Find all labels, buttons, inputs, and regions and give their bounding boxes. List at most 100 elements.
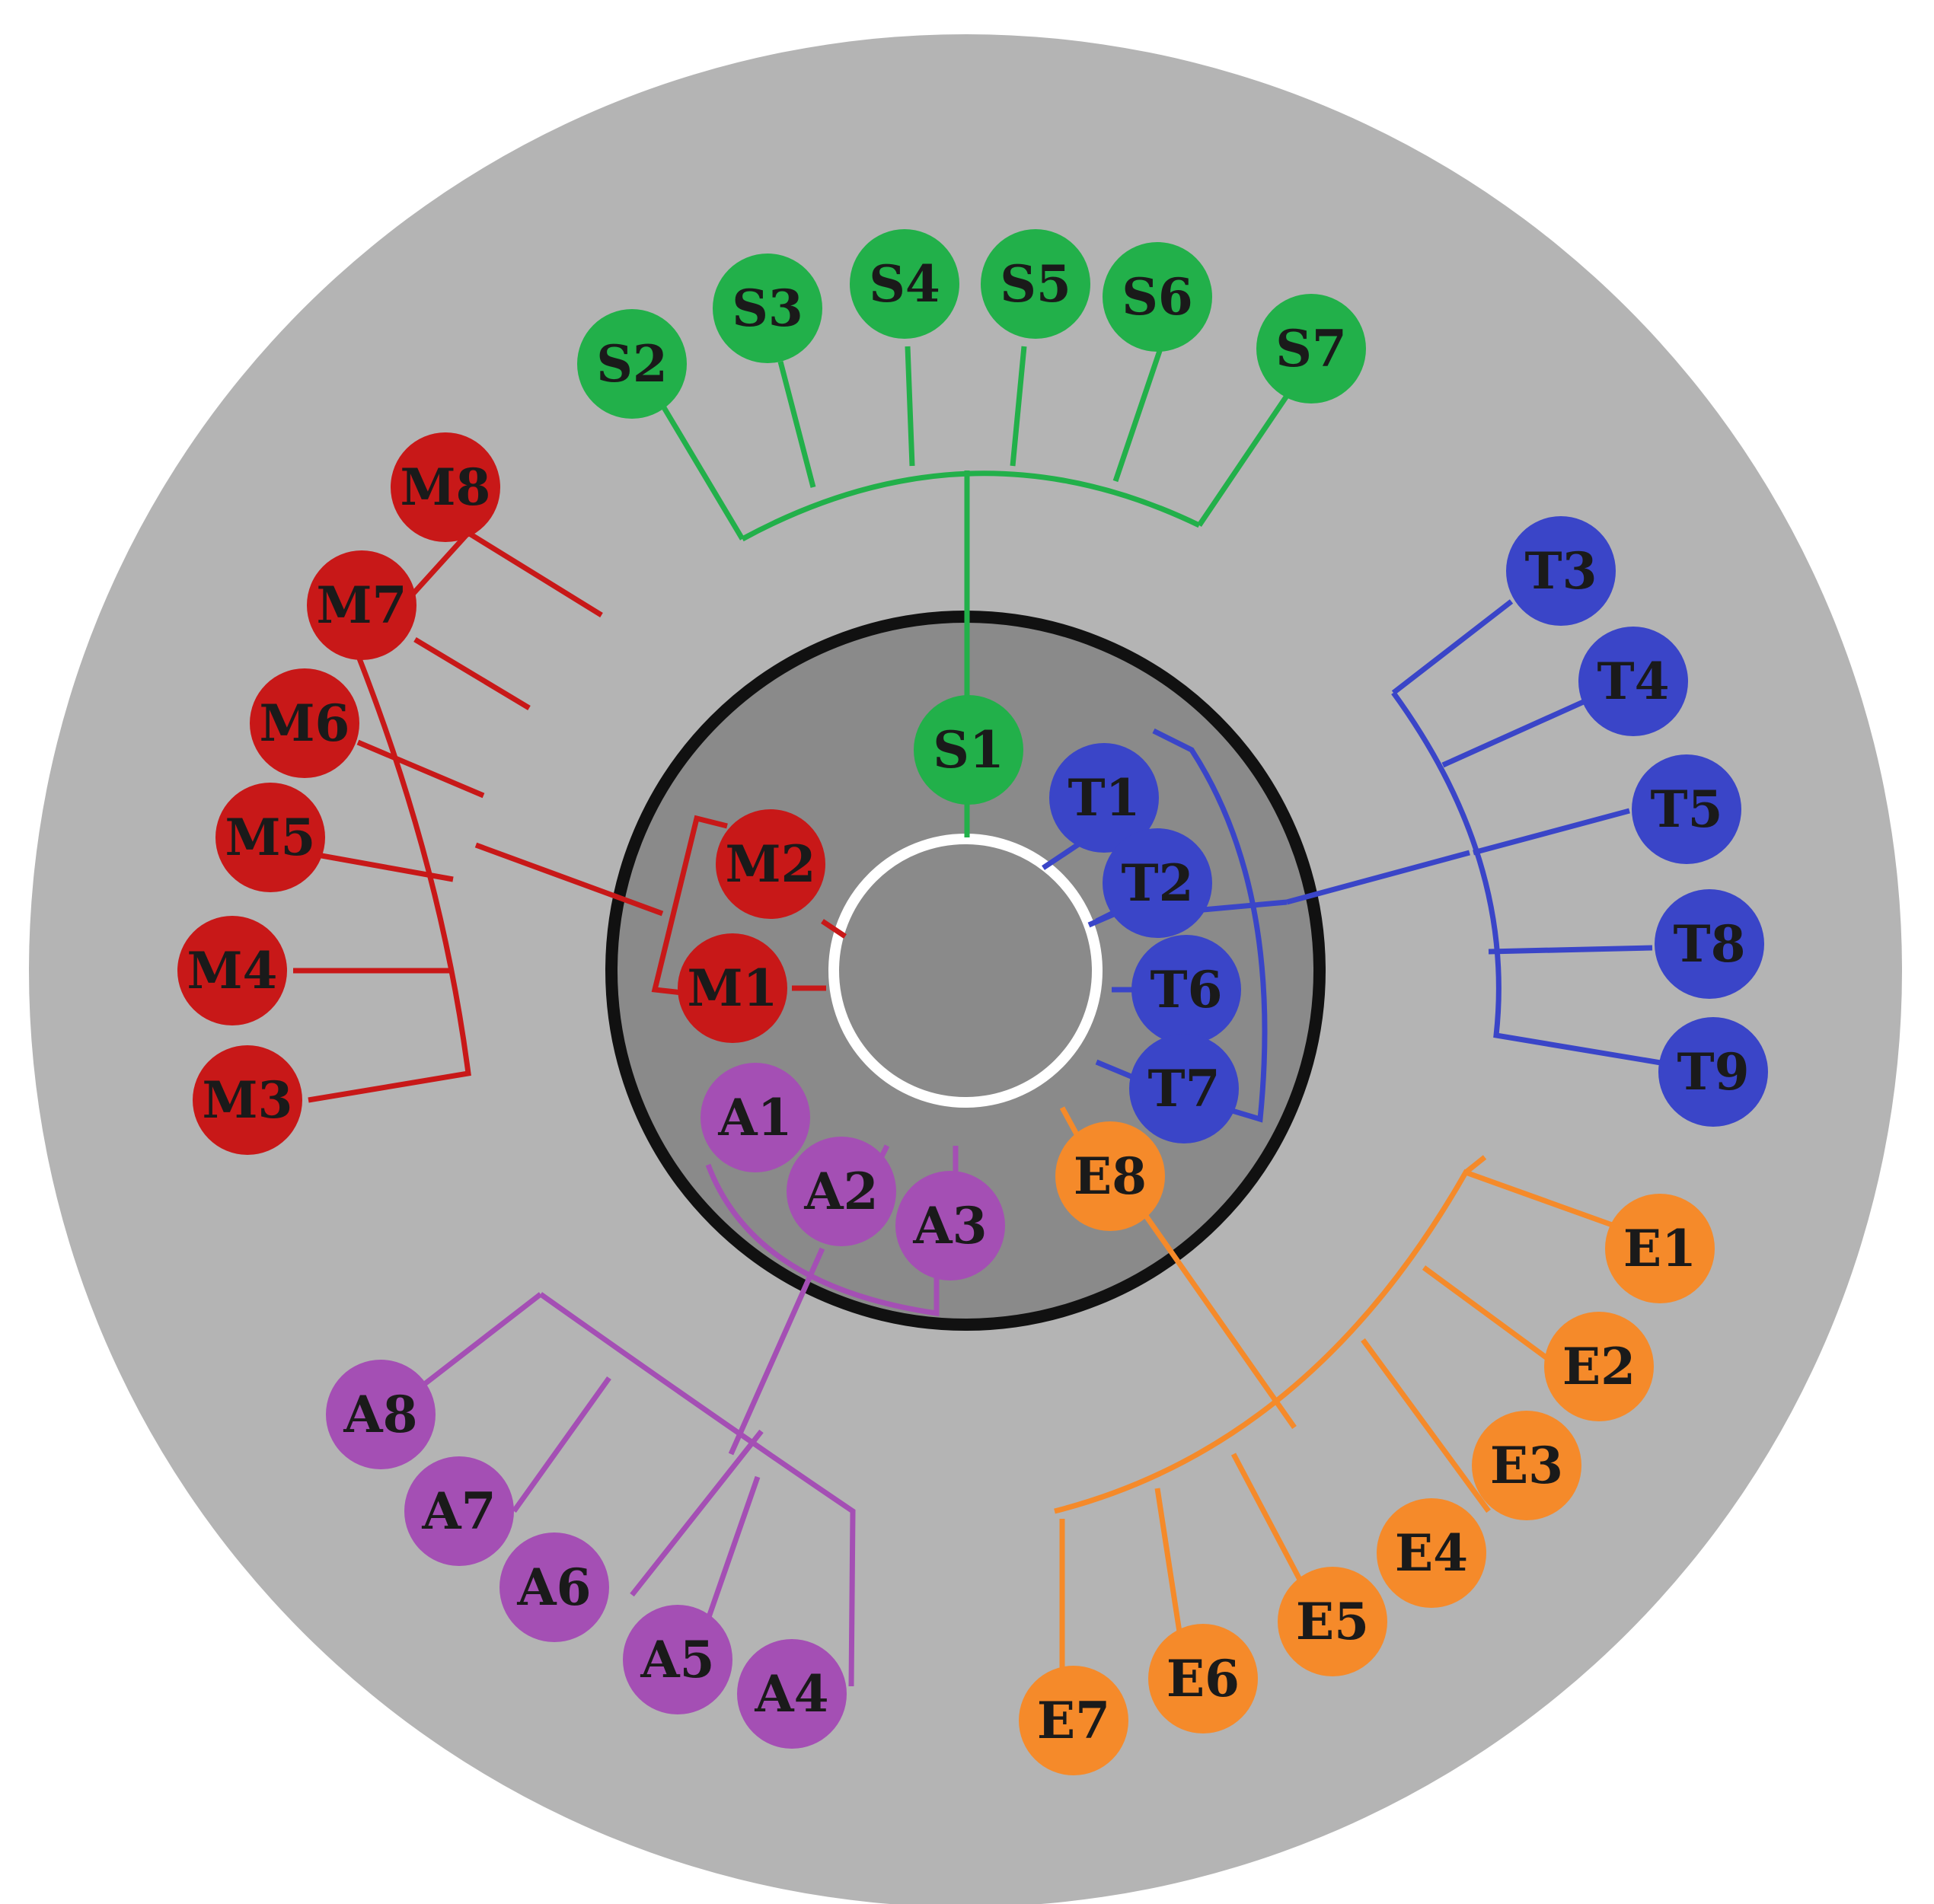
node-label: T5 <box>1650 780 1722 839</box>
node-a8: A8 <box>326 1360 436 1469</box>
node-t1: T1 <box>1049 743 1159 853</box>
node-circle <box>1049 743 1159 853</box>
inner-hub <box>828 834 1103 1108</box>
node-label: E2 <box>1562 1337 1636 1396</box>
node-a3: A3 <box>895 1171 1005 1280</box>
node-label: T1 <box>1068 768 1140 828</box>
node-circle <box>787 1137 896 1246</box>
node-circle <box>1129 1034 1239 1143</box>
node-label: E6 <box>1166 1649 1240 1708</box>
node-m6: M6 <box>250 668 359 778</box>
node-circle <box>1472 1411 1581 1520</box>
node-circle <box>1131 935 1241 1044</box>
node-circle <box>577 309 687 419</box>
node-circle <box>499 1532 609 1642</box>
node-a6: A6 <box>499 1532 609 1642</box>
node-label: T6 <box>1150 960 1222 1019</box>
node-s5: S5 <box>981 229 1090 339</box>
node-e1: E1 <box>1605 1194 1715 1303</box>
node-circle <box>850 229 959 339</box>
node-label: M2 <box>726 834 816 894</box>
node-label: E3 <box>1490 1436 1563 1495</box>
node-a5: A5 <box>623 1605 732 1714</box>
node-label: A8 <box>343 1385 417 1444</box>
node-m5: M5 <box>215 783 325 892</box>
node-label: S6 <box>1122 267 1193 327</box>
node-t8: T8 <box>1655 889 1764 999</box>
node-circle <box>1377 1498 1486 1608</box>
node-circle <box>737 1639 847 1749</box>
node-label: T8 <box>1673 914 1745 974</box>
node-m1: M1 <box>678 933 787 1043</box>
node-circle <box>215 783 325 892</box>
node-label: E5 <box>1296 1592 1369 1651</box>
node-e3: E3 <box>1472 1411 1581 1520</box>
group-s-branches <box>659 345 1289 837</box>
node-circle <box>914 695 1023 805</box>
node-e7: E7 <box>1019 1666 1128 1775</box>
node-circle <box>713 254 822 363</box>
node-circle <box>1019 1666 1128 1775</box>
node-label: T3 <box>1524 541 1597 601</box>
node-t9: T9 <box>1658 1017 1768 1127</box>
node-label: A6 <box>516 1558 591 1617</box>
node-circle <box>193 1045 302 1155</box>
node-label: M1 <box>688 958 778 1018</box>
node-circle <box>1278 1567 1387 1676</box>
node-label: M8 <box>401 458 491 517</box>
node-s2: S2 <box>577 309 687 419</box>
node-s1: S1 <box>914 695 1023 805</box>
node-label: M7 <box>317 576 407 635</box>
node-circle <box>250 668 359 778</box>
node-t7: T7 <box>1129 1034 1239 1143</box>
node-circle <box>1103 242 1212 352</box>
node-circle <box>177 916 287 1025</box>
node-label: S1 <box>933 720 1004 780</box>
group-m-branches <box>293 529 847 1103</box>
node-t2: T2 <box>1103 828 1212 938</box>
node-label: M6 <box>260 694 350 753</box>
node-circle <box>391 432 500 542</box>
node-circle <box>1055 1121 1165 1231</box>
node-m4: M4 <box>177 916 287 1025</box>
node-label: E1 <box>1623 1219 1696 1278</box>
node-circle <box>1148 1624 1258 1733</box>
node-label: S5 <box>1000 254 1071 314</box>
node-circle <box>678 933 787 1043</box>
node-label: E8 <box>1074 1147 1147 1206</box>
node-circle <box>1655 889 1764 999</box>
node-circle <box>1658 1017 1768 1127</box>
node-m8: M8 <box>391 432 500 542</box>
node-circle <box>326 1360 436 1469</box>
node-label: E4 <box>1395 1523 1468 1583</box>
node-e2: E2 <box>1544 1312 1654 1421</box>
node-s7: S7 <box>1256 294 1366 403</box>
node-label: T7 <box>1147 1059 1220 1118</box>
node-e8: E8 <box>1055 1121 1165 1231</box>
node-circle <box>701 1063 810 1172</box>
node-m2: M2 <box>716 809 825 919</box>
node-circle <box>1544 1312 1654 1421</box>
node-label: A5 <box>640 1630 714 1689</box>
node-label: S3 <box>732 279 803 338</box>
node-t5: T5 <box>1632 754 1741 864</box>
node-label: A1 <box>717 1088 792 1147</box>
group-e-branches <box>1054 1106 1616 1675</box>
node-a4: A4 <box>737 1639 847 1749</box>
node-label: T4 <box>1597 652 1669 711</box>
node-label: M5 <box>225 808 316 867</box>
node-label: A4 <box>754 1664 828 1724</box>
node-label: T2 <box>1121 853 1193 913</box>
node-t4: T4 <box>1578 627 1688 736</box>
node-label: S7 <box>1275 319 1347 378</box>
node-label: S2 <box>596 334 668 394</box>
node-s3: S3 <box>713 254 822 363</box>
node-e4: E4 <box>1377 1498 1486 1608</box>
node-a1: A1 <box>701 1063 810 1172</box>
node-circle <box>716 809 825 919</box>
node-e6: E6 <box>1148 1624 1258 1733</box>
node-circle <box>404 1456 514 1566</box>
node-label: A3 <box>912 1196 987 1255</box>
node-label: M4 <box>187 941 278 1000</box>
